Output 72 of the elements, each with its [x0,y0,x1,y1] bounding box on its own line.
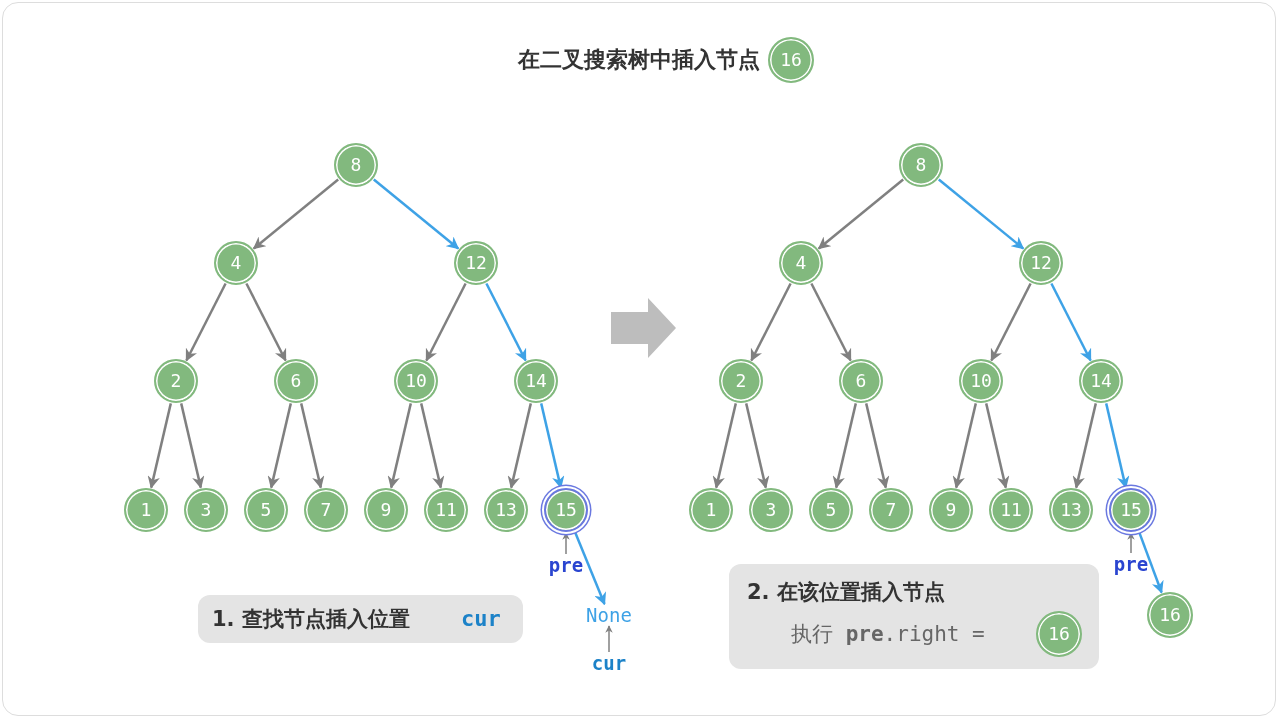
tree-node-circle: 2 [719,359,763,403]
tree-node-circle: 1 [124,488,168,532]
arrow [267,403,292,489]
arrow [865,403,890,489]
arrow [832,403,857,489]
arrow [712,403,737,489]
tree-node-circle: 3 [184,488,228,532]
arrow [300,403,325,489]
tree-node-circle: 4 [214,241,258,285]
pointer-arrow [605,625,613,653]
tree-node-circle: 6 [274,359,318,403]
tree-node-circle: 14 [1079,359,1123,403]
arrow [810,282,852,362]
arrow [1072,403,1097,489]
arrow [750,282,792,362]
arrow [147,403,172,489]
tree-node-circle: 11 [989,488,1033,532]
arrow [485,282,527,362]
tree-node-circle: 9 [929,488,973,532]
arrow [1050,282,1092,362]
arrow [990,282,1032,362]
tree-node-circle: 5 [244,488,288,532]
tree-node-circle: 16 [768,37,814,83]
tree-node-circle: 8 [899,143,943,187]
diagram-title: 在二叉搜索树中插入节点 [517,46,760,74]
tree-node-circle: 12 [1019,241,1063,285]
tree-node-circle: 8 [334,143,378,187]
tree-node-circle: 9 [364,488,408,532]
arrow [952,403,977,489]
arrow [185,282,227,362]
tree-node-circle: 12 [454,241,498,285]
code-variable: cur [461,606,501,632]
arrow [180,403,205,489]
arrow [245,282,287,362]
tree-node-circle: 1 [689,488,733,532]
pointer-label: cur [589,652,629,674]
step-card [198,595,523,643]
pointer-label: pre [546,554,586,576]
arrow [817,178,904,250]
arrow [507,403,532,489]
tree-node-circle: 3 [749,488,793,532]
arrow [938,178,1025,250]
tree-node-circle: 13 [484,488,528,532]
tree-node-circle: 7 [869,488,913,532]
pointer-label: pre [1111,553,1151,575]
step-heading: 2. 在该位置插入节点 [747,579,945,605]
arrow [425,282,467,362]
tree-node-circle: 13 [1049,488,1093,532]
arrow [1137,531,1164,594]
arrow [387,403,412,489]
tree-node-circle: 15 [544,488,588,532]
tree-node-circle: 7 [304,488,348,532]
tree-node-circle: 11 [424,488,468,532]
arrow [420,403,445,489]
code-statement: 执行 pre.right = [791,621,985,647]
tree-node-circle: 2 [154,359,198,403]
arrow [373,178,460,250]
arrow [745,403,770,489]
step-card [729,564,1099,669]
step-heading: 1. 查找节点插入位置 [212,606,410,632]
tree-node-circle: 10 [394,359,438,403]
arrow [252,178,339,250]
tree-node-circle: 16 [1147,592,1193,638]
tree-node-circle: 6 [839,359,883,403]
none-label: None [584,604,634,626]
tree-node-circle: 4 [779,241,823,285]
tree-node-circle: 5 [809,488,853,532]
tree-node-circle: 16 [1036,611,1082,657]
tree-node-circle: 14 [514,359,558,403]
tree-node-circle: 15 [1109,488,1153,532]
tree-node-circle: 10 [959,359,1003,403]
arrow [985,403,1010,489]
